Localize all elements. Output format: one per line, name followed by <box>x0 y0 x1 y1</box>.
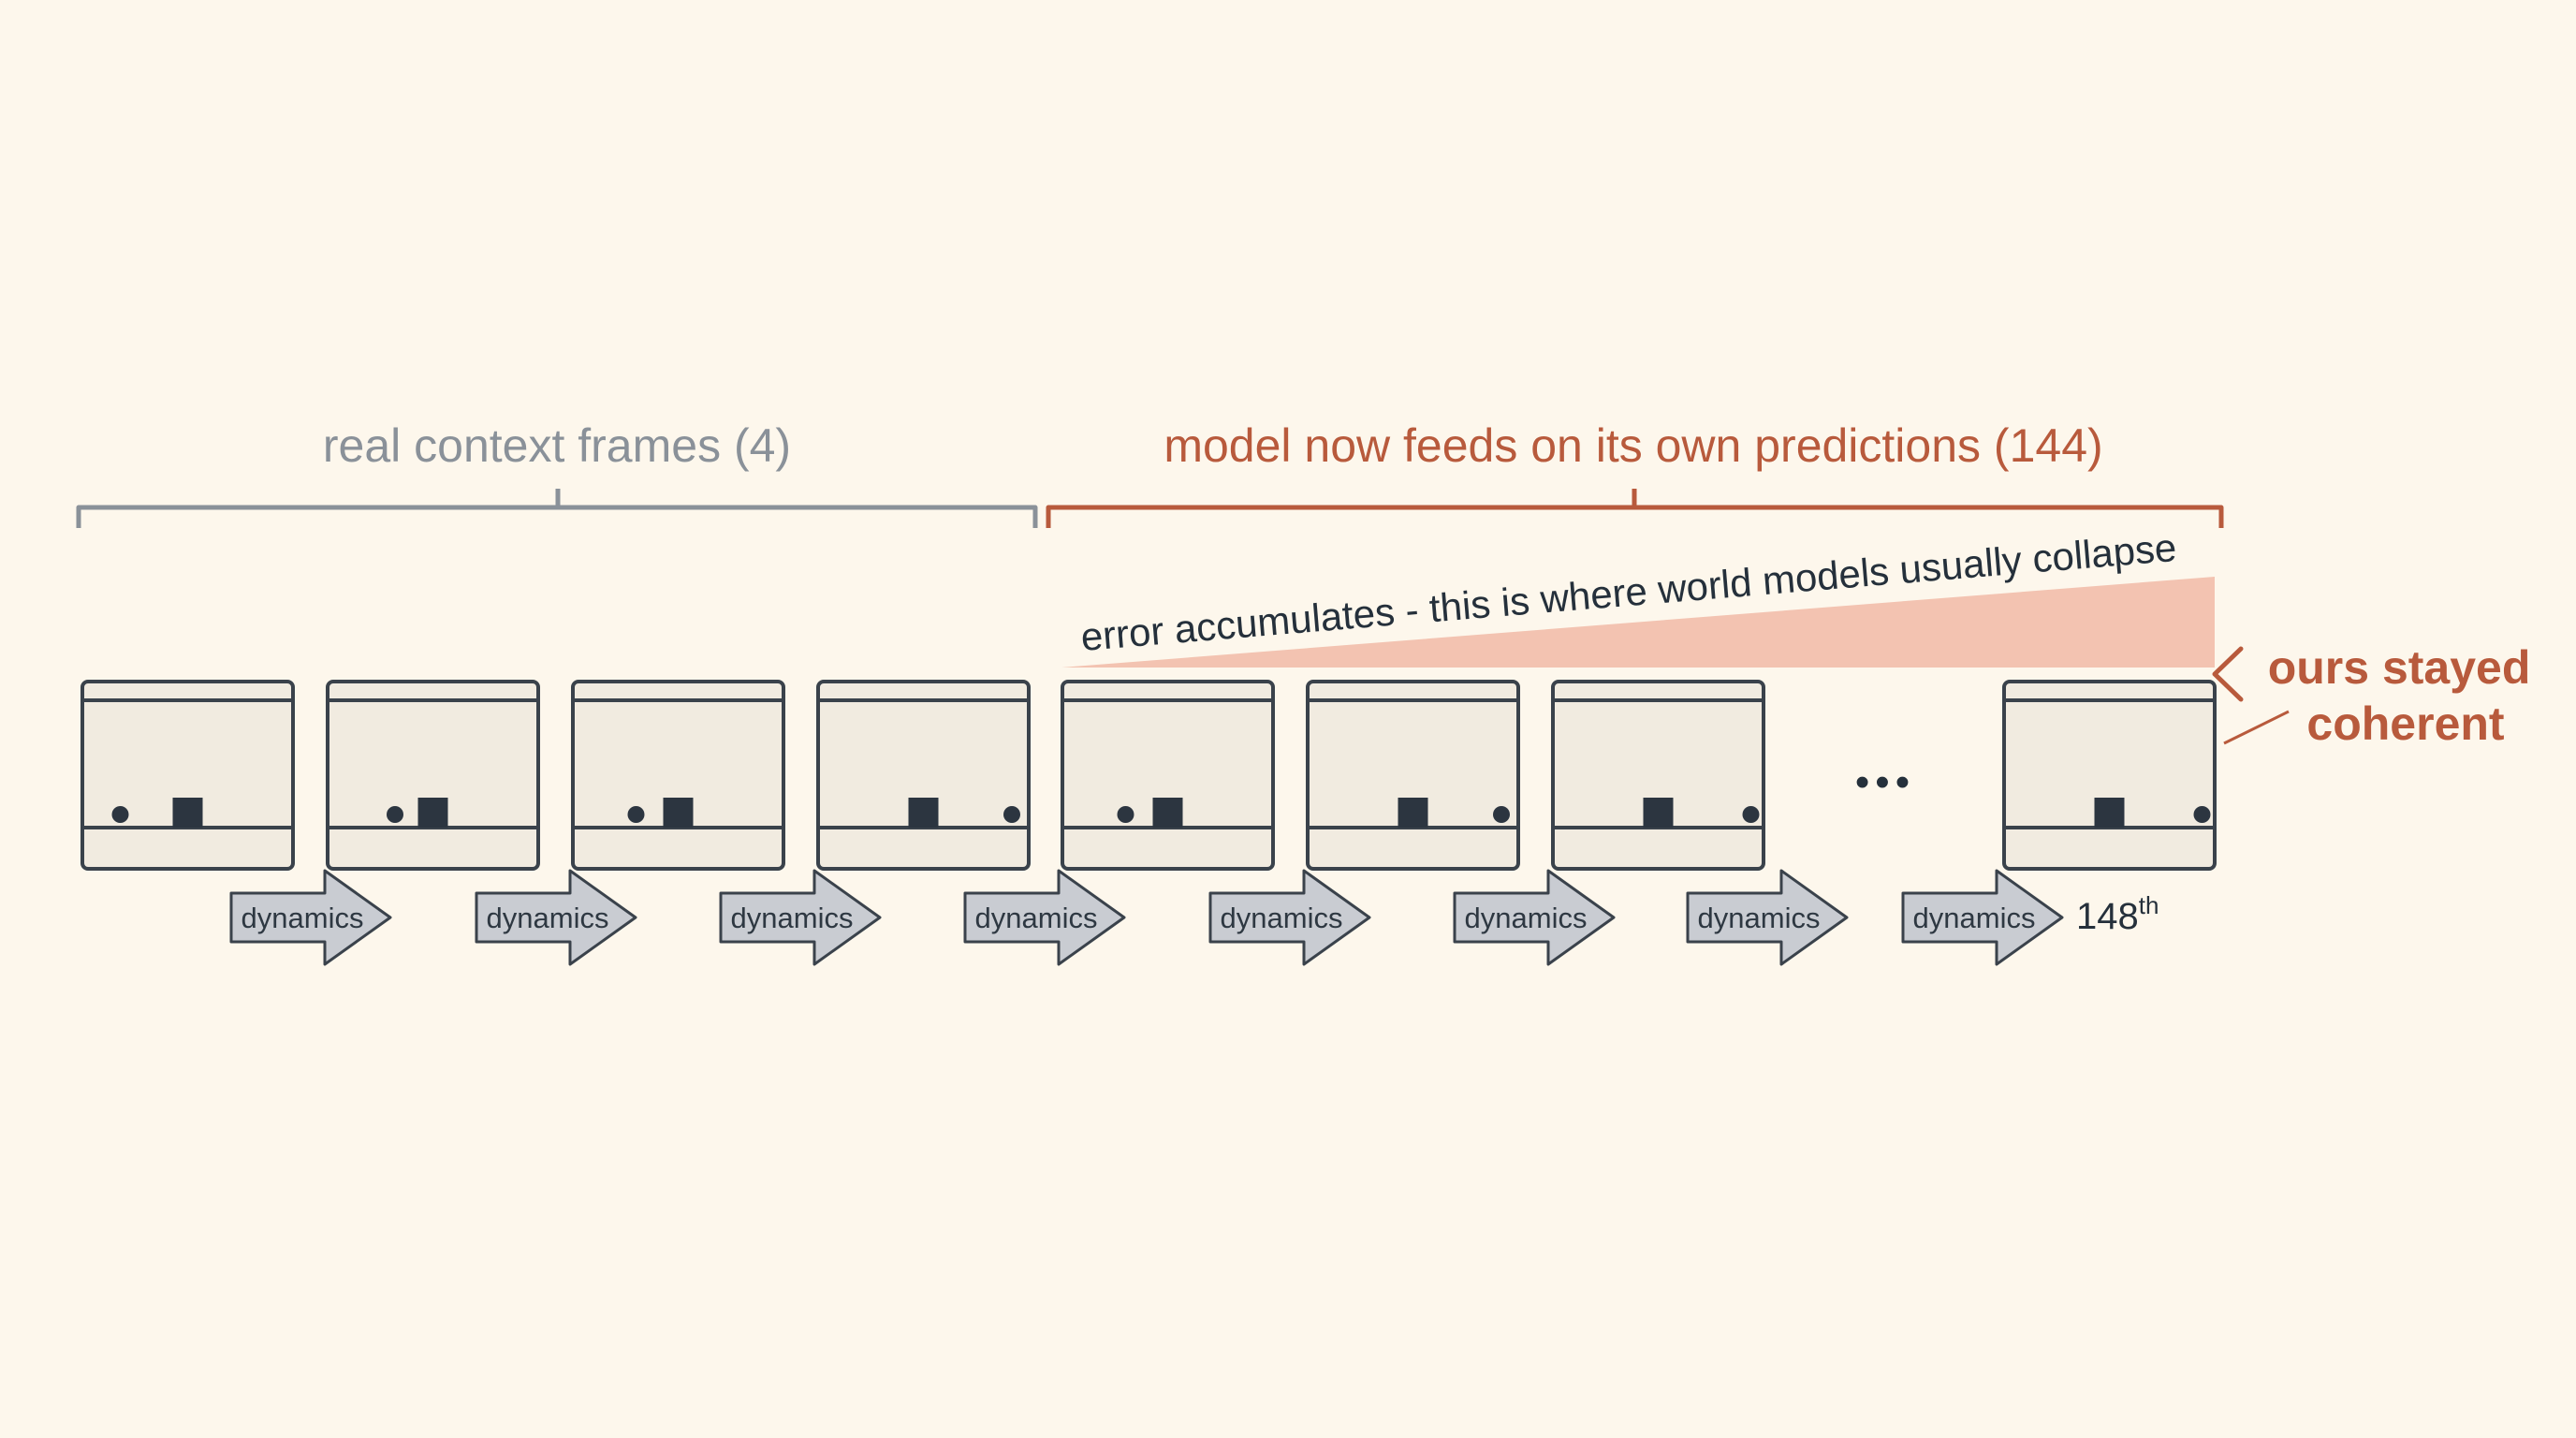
last-frame-label: 148th <box>2076 891 2159 937</box>
coherent-marker-chevron <box>2212 646 2244 702</box>
block <box>2094 798 2125 828</box>
block <box>417 798 448 828</box>
dynamics-arrow-8: dynamics <box>1901 869 2064 966</box>
ours-line-2: coherent <box>2306 697 2505 750</box>
arrow-shape <box>475 869 637 966</box>
ball <box>387 806 403 823</box>
last-frame-number: 148 <box>2076 896 2139 937</box>
frame-2 <box>326 680 540 871</box>
ours-stayed-coherent: ours stayed coherent <box>2268 641 2544 750</box>
ball <box>1742 806 1760 823</box>
dynamics-arrow-1: dynamics <box>229 869 392 966</box>
ours-line-1: ours stayed <box>2268 641 2531 694</box>
dynamics-label: dynamics <box>1698 902 1821 934</box>
arrow-shape <box>719 869 882 966</box>
frame-3 <box>571 680 785 871</box>
arrow-shape <box>1686 869 1849 966</box>
arrow-shape <box>229 869 392 966</box>
block <box>663 798 694 828</box>
frame-6 <box>1306 680 1520 871</box>
frame-box <box>326 680 540 871</box>
real-context-bracket <box>76 489 1038 528</box>
ball <box>627 806 645 823</box>
model-feeds-label: model now feeds on its own predictions (… <box>1164 419 2102 472</box>
dynamics-label: dynamics <box>975 902 1098 934</box>
frames-row <box>80 680 2217 871</box>
dynamics-label: dynamics <box>1913 902 2036 934</box>
last-frame-suffix: th <box>2139 891 2159 919</box>
block <box>1152 798 1183 828</box>
frame-7 <box>1551 680 1765 871</box>
arrow-shape <box>1901 869 2064 966</box>
dynamics-label: dynamics <box>1465 902 1588 934</box>
arrow-shape <box>1453 869 1616 966</box>
ball <box>1003 806 1020 823</box>
dynamics-label: dynamics <box>487 902 609 934</box>
block <box>908 798 939 828</box>
block <box>1398 798 1428 828</box>
dynamics-arrow-3: dynamics <box>719 869 882 966</box>
model-feeds-bracket <box>1046 489 2224 528</box>
ellipsis: ••• <box>1855 759 1915 805</box>
ball <box>1117 806 1134 823</box>
dynamics-arrow-7: dynamics <box>1686 869 1849 966</box>
dynamics-arrow-6: dynamics <box>1453 869 1616 966</box>
arrow-shape <box>1208 869 1371 966</box>
frame-box <box>1306 680 1520 871</box>
ball <box>2193 806 2211 823</box>
ball <box>1493 806 1510 823</box>
frame-box <box>80 680 295 871</box>
frame-box <box>2002 680 2217 871</box>
frame-box <box>816 680 1031 871</box>
dynamics-arrow-5: dynamics <box>1208 869 1371 966</box>
error-accumulation-wedge <box>1061 577 2215 668</box>
dynamics-label: dynamics <box>1221 902 1343 934</box>
arrow-shape <box>963 869 1126 966</box>
dynamics-arrows: dynamics dynamics dynamics dynamics dynamics… <box>229 869 2064 966</box>
block <box>172 798 203 828</box>
frame-1 <box>80 680 295 871</box>
dynamics-label: dynamics <box>242 902 364 934</box>
frame-5 <box>1061 680 1275 871</box>
callout-line <box>2223 710 2290 745</box>
dynamics-arrow-2: dynamics <box>475 869 637 966</box>
ball <box>111 806 129 823</box>
frame-box <box>1551 680 1765 871</box>
frame-box <box>1061 680 1275 871</box>
frame-box <box>571 680 785 871</box>
block <box>1643 798 1674 828</box>
dynamics-label: dynamics <box>731 902 854 934</box>
frame-8 <box>2002 680 2217 871</box>
frame-4 <box>816 680 1031 871</box>
real-context-label: real context frames (4) <box>323 419 791 472</box>
dynamics-arrow-4: dynamics <box>963 869 1126 966</box>
